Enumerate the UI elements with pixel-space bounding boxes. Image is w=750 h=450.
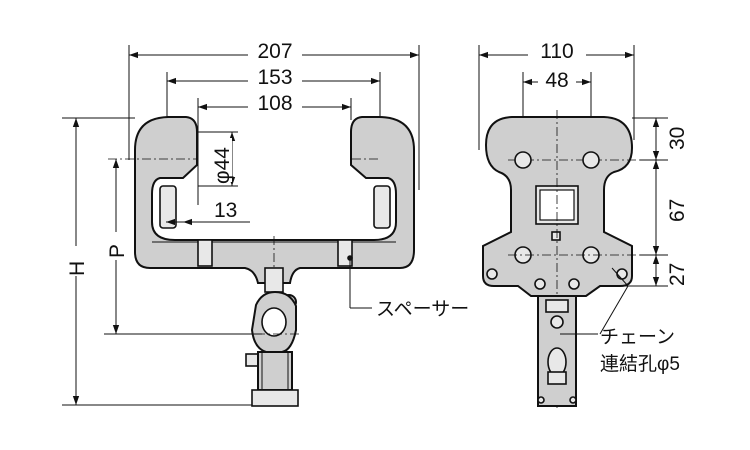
dim-inner-span: 108 (257, 92, 292, 115)
dim-top-offset: 30 (666, 127, 689, 150)
dim-middle: 67 (666, 199, 689, 222)
dim-side-width: 110 (540, 40, 573, 63)
label-chain-line1: チェーン (600, 327, 675, 348)
dim-bolt-pitch: 48 (545, 69, 568, 92)
front-view: 207 153 108 φ44 13 (62, 38, 469, 407)
dim-overall-width: 207 (257, 40, 292, 63)
dim-flange: 13 (214, 199, 237, 222)
dim-rail-span: 153 (257, 66, 292, 89)
dim-height: H (66, 261, 89, 276)
label-chain-line2: 連結孔φ5 (600, 353, 680, 375)
label-spacer: スペーサー (376, 299, 469, 320)
dim-bottom: 27 (666, 263, 689, 286)
side-view: 110 48 30 67 27 (478, 38, 689, 410)
dim-pitch: P (106, 244, 129, 258)
dim-wheel-dia: φ44 (211, 147, 234, 184)
